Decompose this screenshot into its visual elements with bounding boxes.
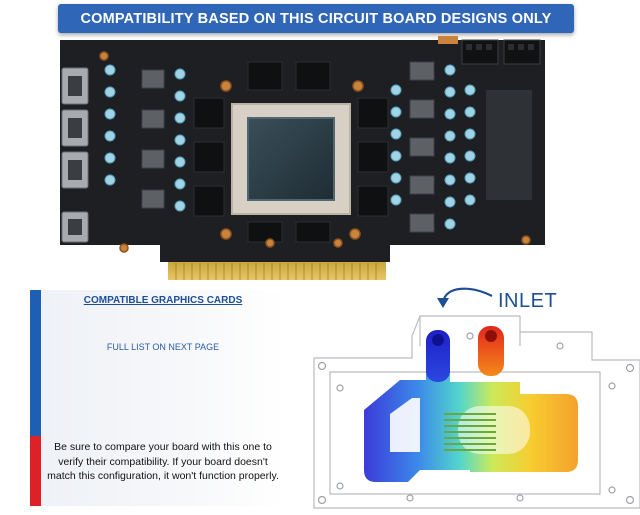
curved-arrow-icon [441,287,493,303]
accent-bar-red [30,436,41,506]
accent-bar-blue [30,290,41,436]
inlet-port [478,326,504,376]
compatible-cards-panel [41,290,285,506]
vrm-chokes [141,61,435,233]
inlet-label: INLET [498,290,558,312]
compatibility-warning: Be sure to compare your board with this … [47,441,279,482]
memory-chips [193,61,389,243]
mounting-holes [99,51,531,253]
capacitors [104,64,476,230]
pcie-gold-contacts [168,262,386,280]
outlet-port [426,330,450,382]
fin-stack [444,413,496,451]
full-list-link-text: FULL LIST ON NEXT PAGE [106,342,220,352]
banner-text: COMPATIBILITY BASED ON THIS CIRCUIT BOAR… [80,10,552,27]
compatibility-banner: COMPATIBILITY BASED ON THIS CIRCUIT BOAR… [58,4,574,33]
gpu-die-image [247,117,335,201]
compatible-cards-title: COMPATIBLE GRAPHICS CARDS [83,295,243,306]
block-outline [313,315,640,509]
circuit-board-image [60,36,545,280]
